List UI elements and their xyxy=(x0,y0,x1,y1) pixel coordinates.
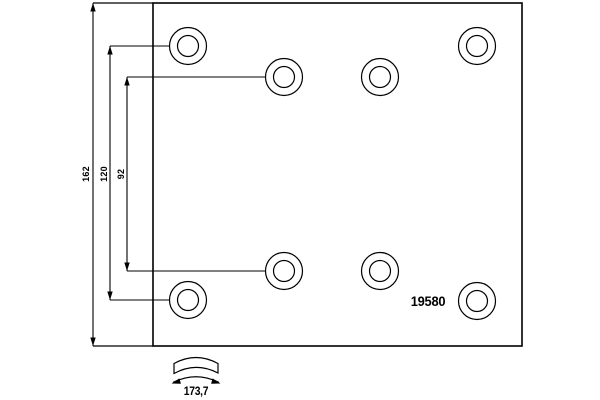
curvature-arrow-icon xyxy=(171,376,221,384)
dimension-line-inner-holes xyxy=(124,76,266,272)
brake-lining-plate xyxy=(152,2,523,347)
arrow-up-icon xyxy=(107,46,113,55)
curved-lining-profile xyxy=(173,356,219,375)
mounting-hole xyxy=(264,251,304,291)
arrow-down-icon xyxy=(90,337,96,346)
dimension-label-outer-hole-spacing: 120 xyxy=(99,166,109,182)
arrow-down-icon xyxy=(107,291,113,300)
dimension-label-inner-hole-spacing: 92 xyxy=(116,168,126,180)
arrow-up-icon xyxy=(124,77,130,86)
mounting-hole xyxy=(360,57,400,97)
mounting-hole xyxy=(264,57,304,97)
mounting-hole xyxy=(360,251,400,291)
mounting-hole xyxy=(457,26,497,66)
dimension-line-total-height xyxy=(90,3,96,346)
mounting-hole xyxy=(457,281,497,321)
arc-width-label: 173,7 xyxy=(183,386,209,398)
arrow-up-icon xyxy=(90,3,96,12)
mounting-holes xyxy=(168,26,497,321)
part-number: 19580 xyxy=(410,293,446,309)
mounting-hole xyxy=(168,280,208,320)
dimension-line-outer-holes xyxy=(107,45,170,301)
mounting-hole xyxy=(168,26,208,66)
arrow-down-icon xyxy=(124,262,130,271)
curvature-symbol xyxy=(171,356,221,384)
dimension-label-total-height: 162 xyxy=(81,166,91,182)
